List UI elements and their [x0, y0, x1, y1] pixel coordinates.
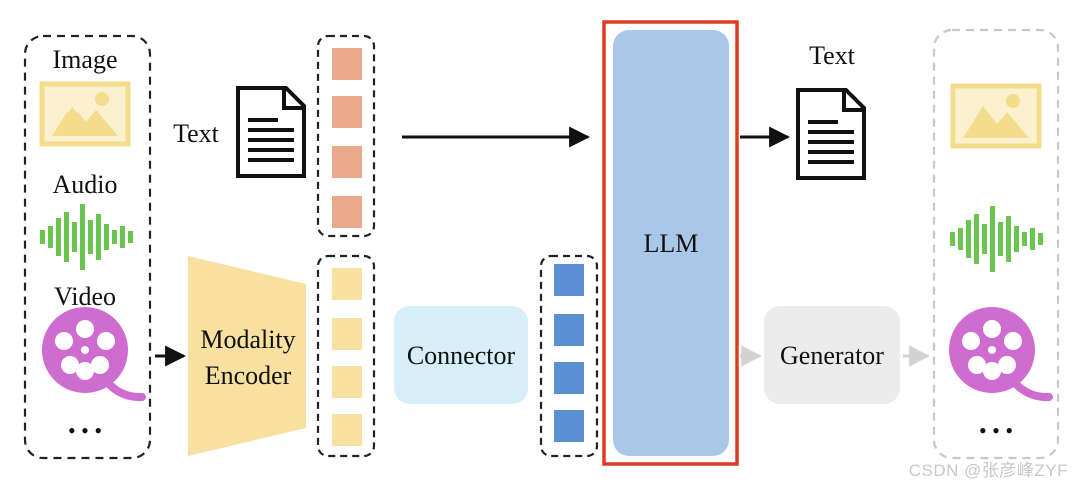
- projected-token: [554, 314, 584, 346]
- connector-block: [394, 306, 528, 404]
- output-film-reel-icon: [949, 307, 1053, 402]
- modality-encoder-label: Modality: [200, 325, 295, 354]
- input-modalities-frame: [23, 34, 152, 460]
- modality-encoder-label: Encoder: [205, 361, 292, 390]
- projected-token: [554, 264, 584, 296]
- watermark: CSDN @张彦峰ZYF: [908, 461, 1068, 480]
- text-token: [332, 196, 362, 228]
- output-modalities-panel: • • •: [932, 28, 1060, 460]
- modality-token: [332, 414, 362, 446]
- modality-token-column: [316, 254, 376, 458]
- connector-label: Connector: [407, 341, 516, 370]
- projected-token: [554, 362, 584, 394]
- text-output-label: Text: [809, 41, 856, 70]
- text-token: [332, 146, 362, 178]
- audio-label: Audio: [53, 170, 118, 199]
- text-token: [332, 48, 362, 80]
- projected-token-column: [539, 254, 599, 458]
- modality-token: [332, 366, 362, 398]
- modality-token: [332, 318, 362, 350]
- input-modalities-panel: Image Audio Video: [23, 34, 152, 460]
- text-token-column: [316, 34, 376, 238]
- text-output-document-icon: [796, 88, 866, 180]
- projected-token: [554, 410, 584, 442]
- text-token: [332, 96, 362, 128]
- generator-block: [764, 306, 900, 404]
- output-modalities-frame: [932, 28, 1060, 460]
- more-modalities-ellipsis: • • •: [68, 418, 102, 443]
- text-input-document-icon: [236, 86, 306, 178]
- image-label: Image: [53, 45, 118, 74]
- output-audio-waveform-icon: [950, 206, 1043, 272]
- modality-token: [332, 268, 362, 300]
- output-more-ellipsis: • • •: [979, 418, 1013, 443]
- llm-label: LLM: [644, 229, 699, 258]
- audio-waveform-icon: [40, 204, 133, 270]
- llm-highlight-frame: [602, 20, 739, 466]
- output-image-icon: [950, 83, 1042, 149]
- image-icon: [39, 81, 131, 147]
- generator-label: Generator: [780, 341, 884, 370]
- text-input-label: Text: [173, 119, 220, 148]
- modality-encoder-block: [188, 256, 306, 456]
- film-reel-icon: [42, 307, 146, 402]
- llm-block: [613, 30, 729, 456]
- video-label: Video: [54, 282, 116, 311]
